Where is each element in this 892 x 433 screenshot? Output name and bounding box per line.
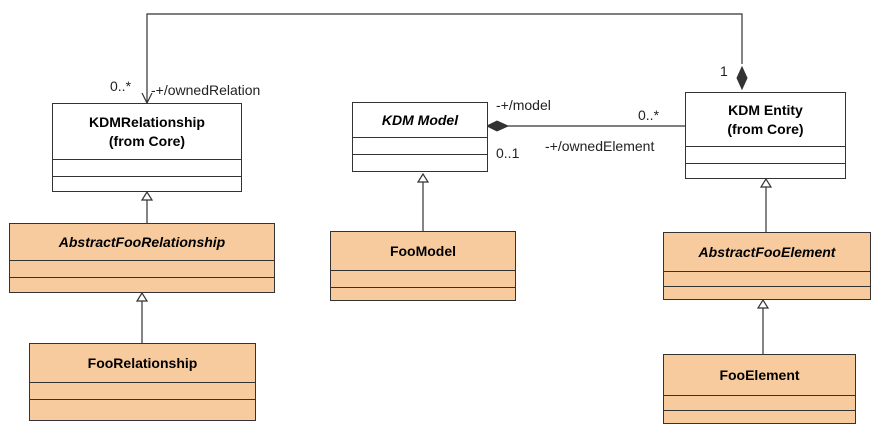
attributes-compartment bbox=[353, 138, 487, 155]
generalization-arrowhead bbox=[416, 172, 430, 183]
class-name: AbstractFooElement bbox=[664, 233, 870, 272]
attributes-compartment bbox=[686, 147, 845, 164]
role-owned-element: -+/ownedElement bbox=[545, 138, 655, 154]
class-name: FooRelationship bbox=[30, 344, 255, 383]
operations-compartment bbox=[353, 155, 487, 171]
operations-compartment bbox=[664, 287, 870, 299]
owned-relation-association bbox=[147, 13, 743, 103]
class-name: KDMRelationship (from Core) bbox=[53, 104, 241, 160]
role-owned-relation: -+/ownedRelation bbox=[151, 82, 261, 98]
class-name: KDM Entity (from Core) bbox=[686, 93, 845, 147]
class-name: KDM Model bbox=[353, 103, 487, 138]
class-foo-element[interactable]: FooElement bbox=[663, 354, 856, 424]
attributes-compartment bbox=[664, 272, 870, 287]
class-abstract-foo-element[interactable]: AbstractFooElement bbox=[663, 232, 871, 300]
operations-compartment bbox=[331, 288, 515, 300]
class-foo-model[interactable]: FooModel bbox=[330, 231, 516, 301]
composition-diamond-model bbox=[485, 120, 510, 132]
multiplicity-entity-owner: 1 bbox=[720, 63, 728, 79]
attributes-compartment bbox=[664, 396, 855, 411]
class-foo-relationship[interactable]: FooRelationship bbox=[29, 343, 256, 421]
operations-compartment bbox=[30, 400, 255, 420]
class-kdm-entity[interactable]: KDM Entity (from Core) bbox=[685, 92, 846, 179]
class-kdm-relationship[interactable]: KDMRelationship (from Core) bbox=[52, 103, 242, 192]
operations-compartment bbox=[664, 411, 855, 423]
class-name: FooModel bbox=[331, 232, 515, 271]
attributes-compartment bbox=[10, 261, 274, 278]
multiplicity-owned-element: 0..* bbox=[638, 107, 660, 123]
operations-compartment bbox=[10, 278, 274, 292]
attributes-compartment bbox=[30, 383, 255, 400]
generalization-arrowhead bbox=[135, 291, 149, 302]
generalization-arrowhead bbox=[759, 177, 773, 188]
attributes-compartment bbox=[53, 160, 241, 177]
attributes-compartment bbox=[331, 271, 515, 288]
operations-compartment bbox=[53, 177, 241, 191]
operations-compartment bbox=[686, 164, 845, 178]
role-model: -+/model bbox=[496, 97, 551, 113]
generalization-arrowhead bbox=[756, 298, 770, 309]
class-name: FooElement bbox=[664, 355, 855, 396]
multiplicity-owned-relation: 0..* bbox=[110, 78, 132, 94]
multiplicity-model: 0..1 bbox=[496, 145, 520, 161]
class-kdm-model[interactable]: KDM Model bbox=[352, 102, 488, 172]
composition-diamond-entity bbox=[736, 65, 748, 91]
class-abstract-foo-relationship[interactable]: AbstractFooRelationship bbox=[9, 223, 275, 293]
class-name: AbstractFooRelationship bbox=[10, 224, 274, 261]
generalization-arrowhead bbox=[140, 190, 154, 201]
